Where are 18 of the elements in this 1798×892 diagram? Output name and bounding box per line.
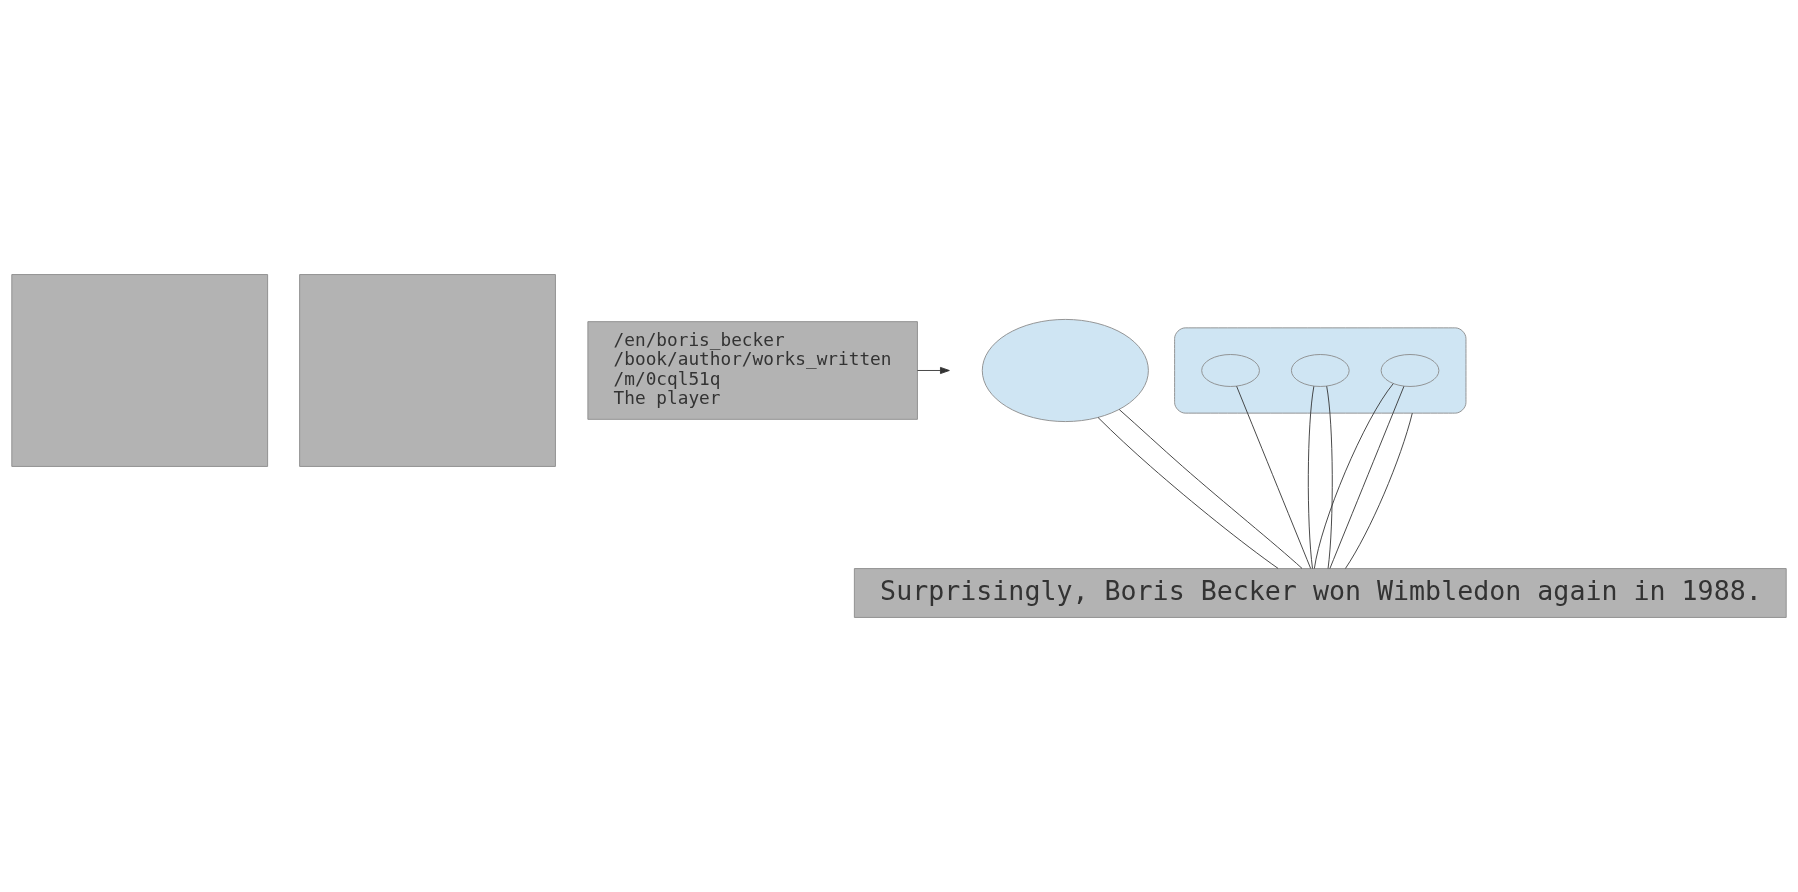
node-circle bbox=[1201, 354, 1260, 387]
connector bbox=[1236, 385, 1312, 569]
node-circle bbox=[1290, 354, 1350, 387]
cluster bbox=[1174, 327, 1467, 414]
connector bbox=[1329, 385, 1405, 569]
node-box: Surprisingly, Boris Becker won Wimbledon again in 1988. bbox=[853, 568, 1787, 618]
connector bbox=[1118, 409, 1303, 569]
node-box: /en/boris_becker /book/author/works_written /m/0cql51q The player bbox=[587, 321, 918, 420]
node-box bbox=[299, 274, 556, 467]
node-circle bbox=[1380, 354, 1440, 387]
connector bbox=[1097, 417, 1279, 569]
node-box bbox=[11, 274, 269, 467]
connector bbox=[1307, 385, 1315, 569]
connector bbox=[1344, 412, 1413, 569]
connector bbox=[1326, 385, 1333, 569]
node-cloud bbox=[981, 318, 1149, 422]
arrow bbox=[917, 366, 950, 375]
connector bbox=[1313, 383, 1394, 569]
